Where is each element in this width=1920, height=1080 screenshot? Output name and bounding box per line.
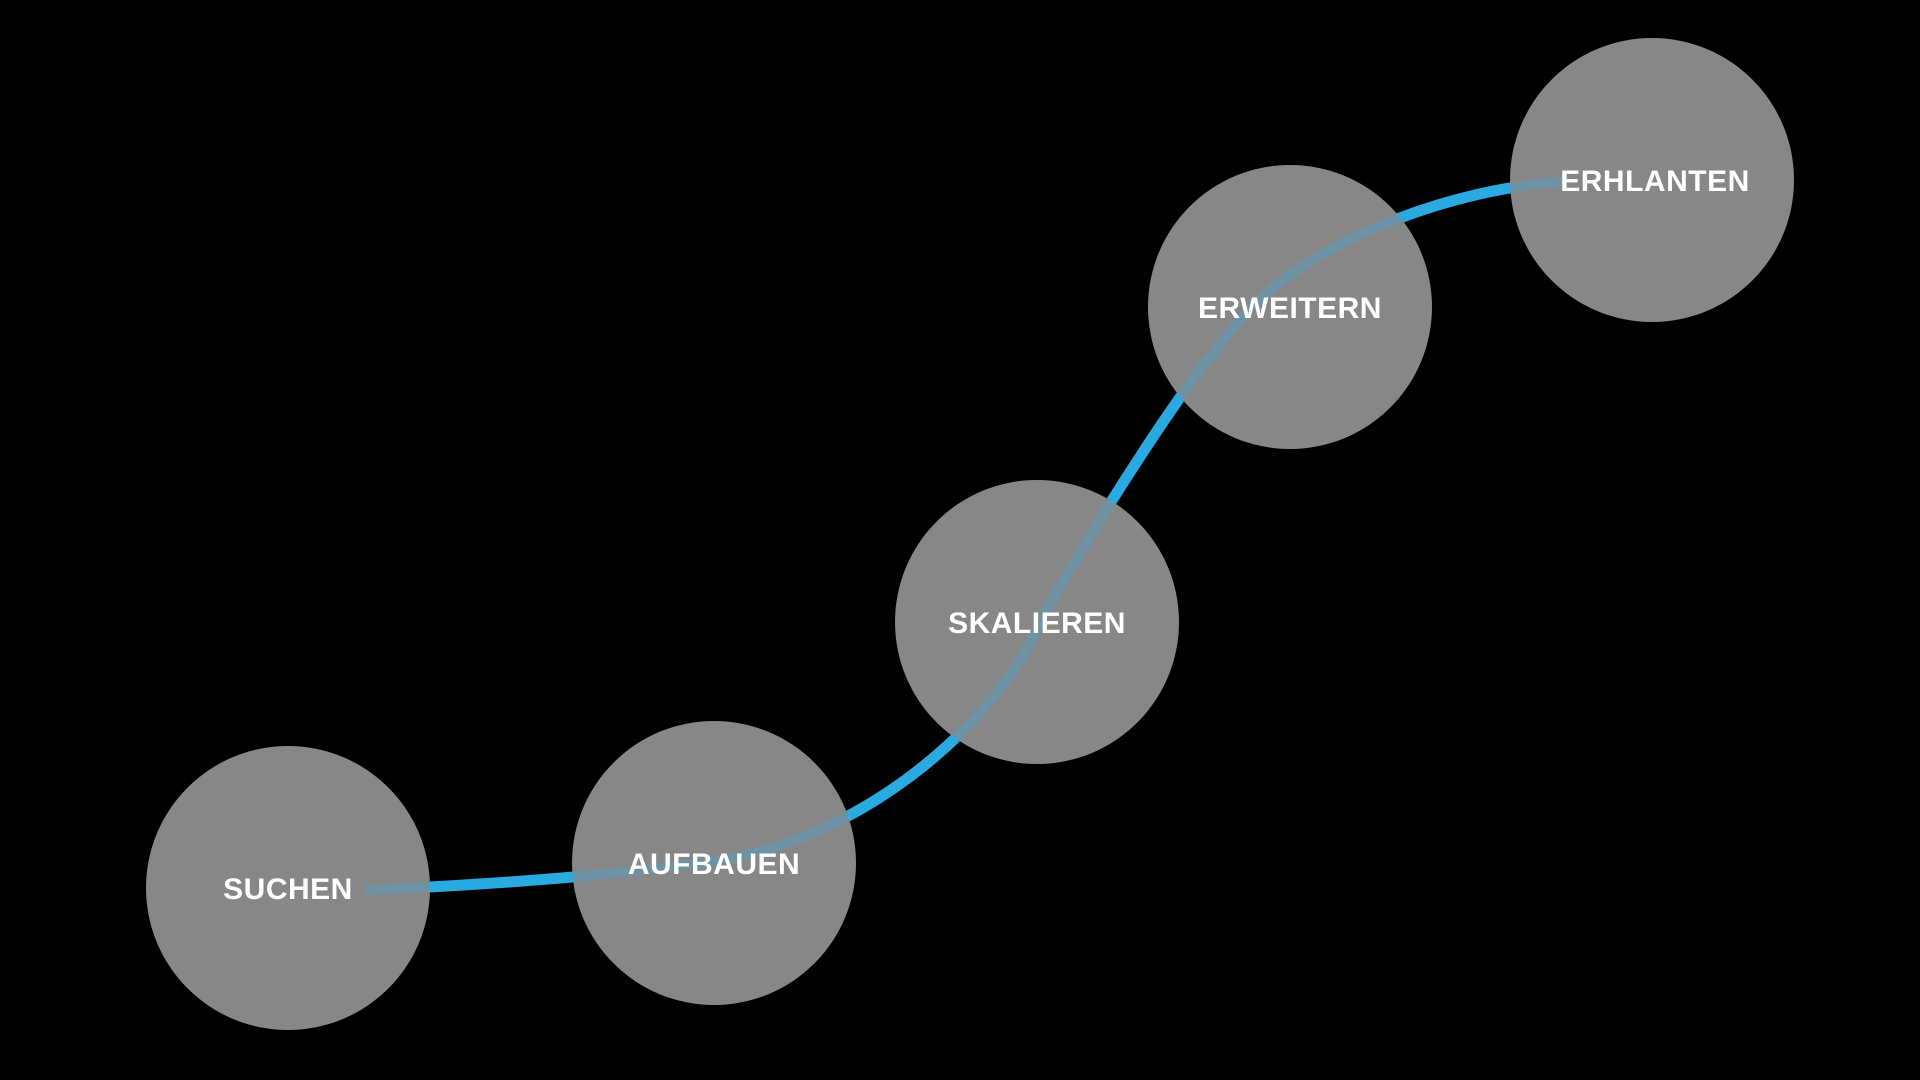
stage-label-aufbauen: AUFBAUEN [628, 848, 800, 881]
stage-label-skalieren: SKALIEREN [948, 607, 1126, 640]
stage-circle-suchen [146, 746, 430, 1030]
stage-label-erhlanten: ERHLANTEN [1560, 165, 1750, 198]
stage-nodes [146, 38, 1794, 1030]
stage-labels: SUCHEN AUFBAUEN SKALIEREN ERWEITERN ERHL… [223, 165, 1750, 906]
stage-label-suchen: SUCHEN [223, 873, 353, 906]
stage-label-erweitern: ERWEITERN [1198, 292, 1382, 325]
stage-circle-erhlanten [1510, 38, 1794, 322]
growth-curve [364, 176, 1566, 896]
